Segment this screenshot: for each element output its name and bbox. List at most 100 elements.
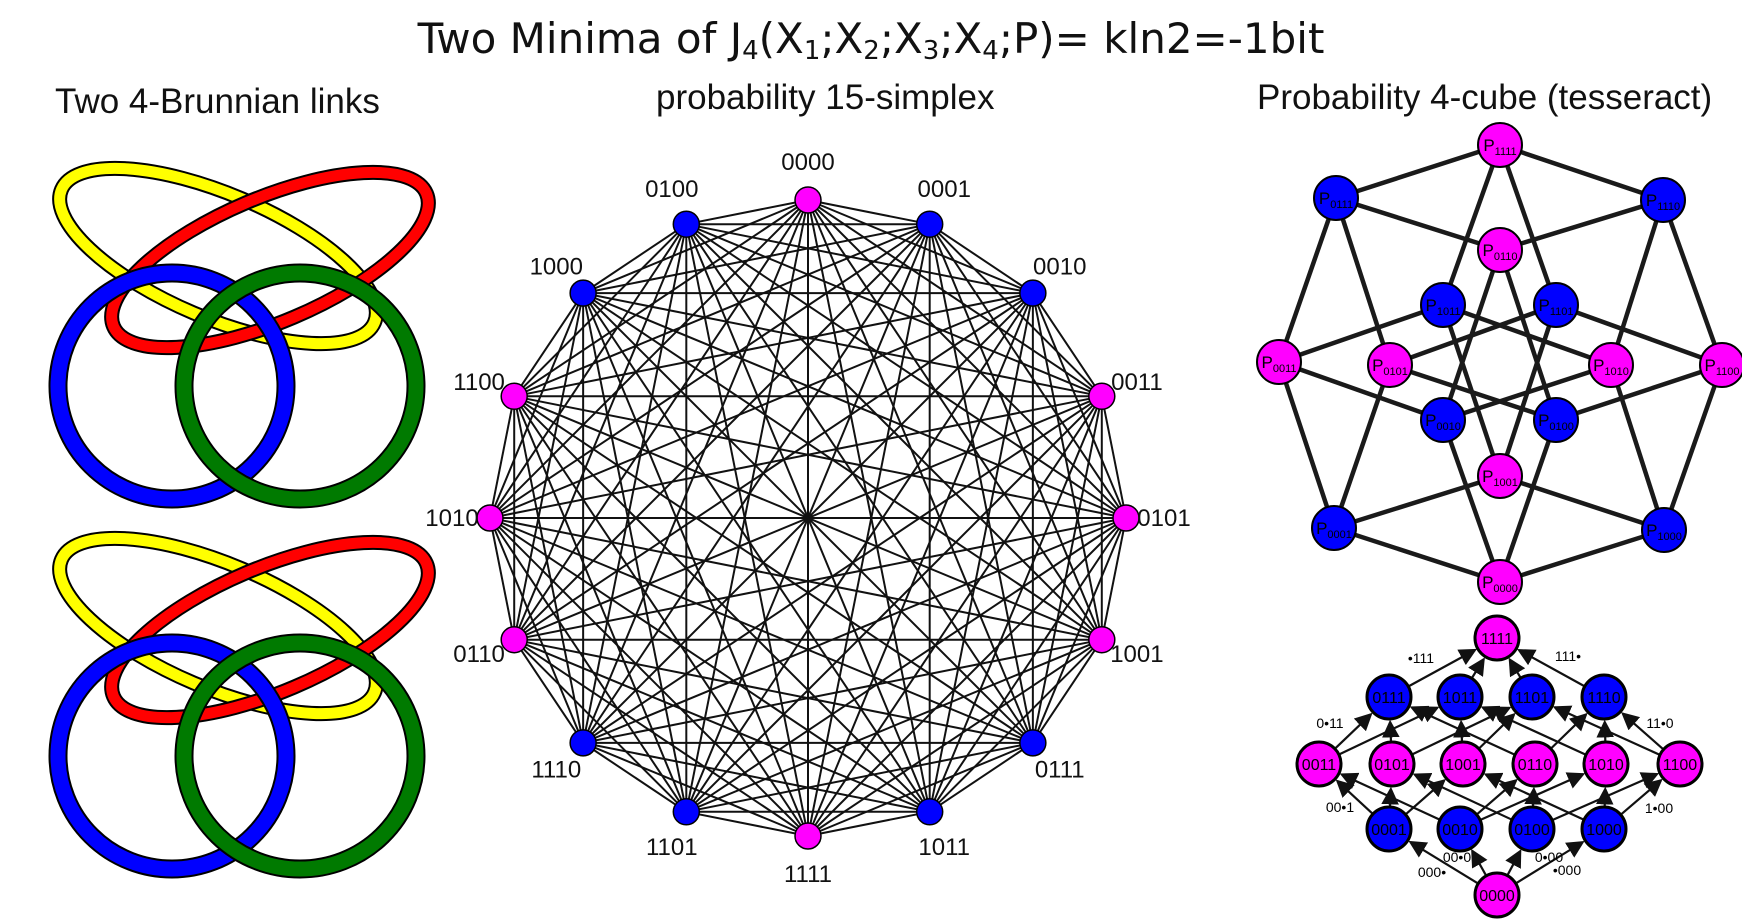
simplex-edge xyxy=(513,396,585,744)
lattice-node: 1001 xyxy=(1439,740,1487,788)
simplex-vertex-label: 0111 xyxy=(1035,757,1085,784)
simplex-edge xyxy=(582,742,687,813)
simplex-edge xyxy=(929,223,1034,294)
simplex-vertex xyxy=(500,382,528,411)
lattice-edge-label: •111 xyxy=(1408,650,1434,666)
tesseract-node: P1000 xyxy=(1641,507,1687,553)
simplex-edge xyxy=(1100,517,1127,640)
lattice-edge xyxy=(1595,786,1614,807)
simplex-edge xyxy=(489,395,1102,519)
simplex-vertex xyxy=(1088,625,1116,654)
lattice-node: 1000 xyxy=(1580,805,1628,853)
lattice-edge xyxy=(1408,648,1477,687)
tesseract-edge xyxy=(1333,473,1501,531)
svg-text:0100: 0100 xyxy=(1514,822,1550,839)
red-ring xyxy=(104,164,436,356)
lattice-edge xyxy=(1483,772,1584,821)
lattice-edge xyxy=(1412,773,1512,821)
simplex-vertex-label: 0011 xyxy=(1111,369,1163,396)
lattice-edge-label: •000 xyxy=(1553,862,1581,878)
lattice-edge-label: 0•00 xyxy=(1535,849,1563,865)
simplex-edges xyxy=(489,199,1127,837)
simplex-vertex xyxy=(476,504,504,532)
title-var-1: X1 xyxy=(775,14,821,66)
tesseract-edge xyxy=(1499,142,1664,203)
simplex-vertex xyxy=(672,210,701,238)
svg-text:1010: 1010 xyxy=(1588,757,1624,774)
tesseract-edge xyxy=(1499,527,1665,585)
tesseract-edge xyxy=(1335,142,1501,201)
lattice-node: 1111 xyxy=(1473,614,1521,662)
simplex-edge xyxy=(513,292,585,640)
simplex-edge xyxy=(513,639,584,744)
simplex-edge xyxy=(582,292,1127,519)
lattice-edge-label: 0•11 xyxy=(1316,715,1343,731)
tesseract-node: P1011 xyxy=(1420,282,1466,328)
lattice-node: 0011 xyxy=(1295,740,1343,788)
simplex-vertex xyxy=(1019,279,1047,307)
tesseract-node: P1010 xyxy=(1588,342,1634,388)
tesseract-edge xyxy=(1442,302,1612,368)
simplex-vertex-label: 0101 xyxy=(1137,505,1190,532)
tesseract-edge xyxy=(1440,144,1503,306)
lattice-edge xyxy=(1508,657,1526,678)
title-j-subscript: 4 xyxy=(742,36,759,66)
svg-text:0111: 0111 xyxy=(1372,690,1405,707)
lattice-edge xyxy=(1339,772,1440,821)
lattice-edges xyxy=(1334,648,1664,884)
lattice-node: 0110 xyxy=(1511,740,1559,788)
lattice-edge xyxy=(1516,649,1585,687)
tesseract-node: P1111 xyxy=(1477,122,1523,168)
simplex-vertex xyxy=(569,279,597,307)
simplex-edge xyxy=(1100,396,1127,519)
simplex-edge xyxy=(513,638,809,837)
simplex-vertex-label: 1000 xyxy=(530,253,583,280)
links-panel-title: Two 4-Brunnian links xyxy=(55,82,380,121)
simplex-vertex-label: 1010 xyxy=(425,505,478,532)
simplex-vertex xyxy=(672,798,701,826)
svg-text:0101: 0101 xyxy=(1374,757,1410,774)
simplex-vertex xyxy=(794,186,822,214)
simplex-edge xyxy=(582,292,1103,641)
lattice-edge-label: 00•1 xyxy=(1326,799,1354,815)
simplex-edge xyxy=(514,517,1127,641)
simplex-vertex-label: 0100 xyxy=(645,176,698,203)
tesseract-edge xyxy=(1608,199,1666,366)
simplex-vertex-label: 0110 xyxy=(453,641,505,668)
green-ring xyxy=(174,633,426,879)
simplex-edge xyxy=(513,638,688,813)
simplex-edge xyxy=(582,292,688,812)
simplex-edge xyxy=(489,396,516,519)
simplex-edge xyxy=(807,199,931,812)
lattice-edge xyxy=(1471,848,1488,876)
tesseract-edge xyxy=(1499,197,1664,253)
simplex-edge xyxy=(928,223,1127,519)
lattice-node: 0111 xyxy=(1365,673,1413,721)
simplex-vertex xyxy=(1019,729,1047,757)
simplex-edge xyxy=(513,395,809,837)
lattice-node: 0100 xyxy=(1508,805,1556,853)
simplex-edge xyxy=(489,517,931,813)
simplex-edge xyxy=(513,395,1034,744)
tesseract-node: P1100 xyxy=(1699,342,1742,388)
simplex-edge xyxy=(489,517,688,813)
simplex-vertex-label: 1011 xyxy=(918,834,970,861)
simplex-vertex xyxy=(500,625,528,654)
simplex-vertex-label: 1111 xyxy=(784,861,832,888)
tesseract-edge xyxy=(1660,199,1725,366)
lattice-edge-label: 111• xyxy=(1555,648,1581,664)
lattice-edge xyxy=(1620,778,1663,815)
svg-text:1100: 1100 xyxy=(1663,757,1698,774)
simplex-edge xyxy=(582,223,930,295)
main-title: Two Minima of J4(X1;X2;X3;X4;P)= kln2=-1… xyxy=(417,14,1325,66)
lattice-edge xyxy=(1408,840,1478,884)
simplex-edge xyxy=(582,741,930,813)
simplex-edge xyxy=(582,224,688,744)
lattice-edge xyxy=(1505,849,1522,876)
simplex-edge xyxy=(514,395,1127,519)
tesseract-node: P1101 xyxy=(1533,282,1579,328)
lattice-edge-label: 00•0 xyxy=(1443,849,1471,865)
title-var-3: X3 xyxy=(894,14,940,66)
